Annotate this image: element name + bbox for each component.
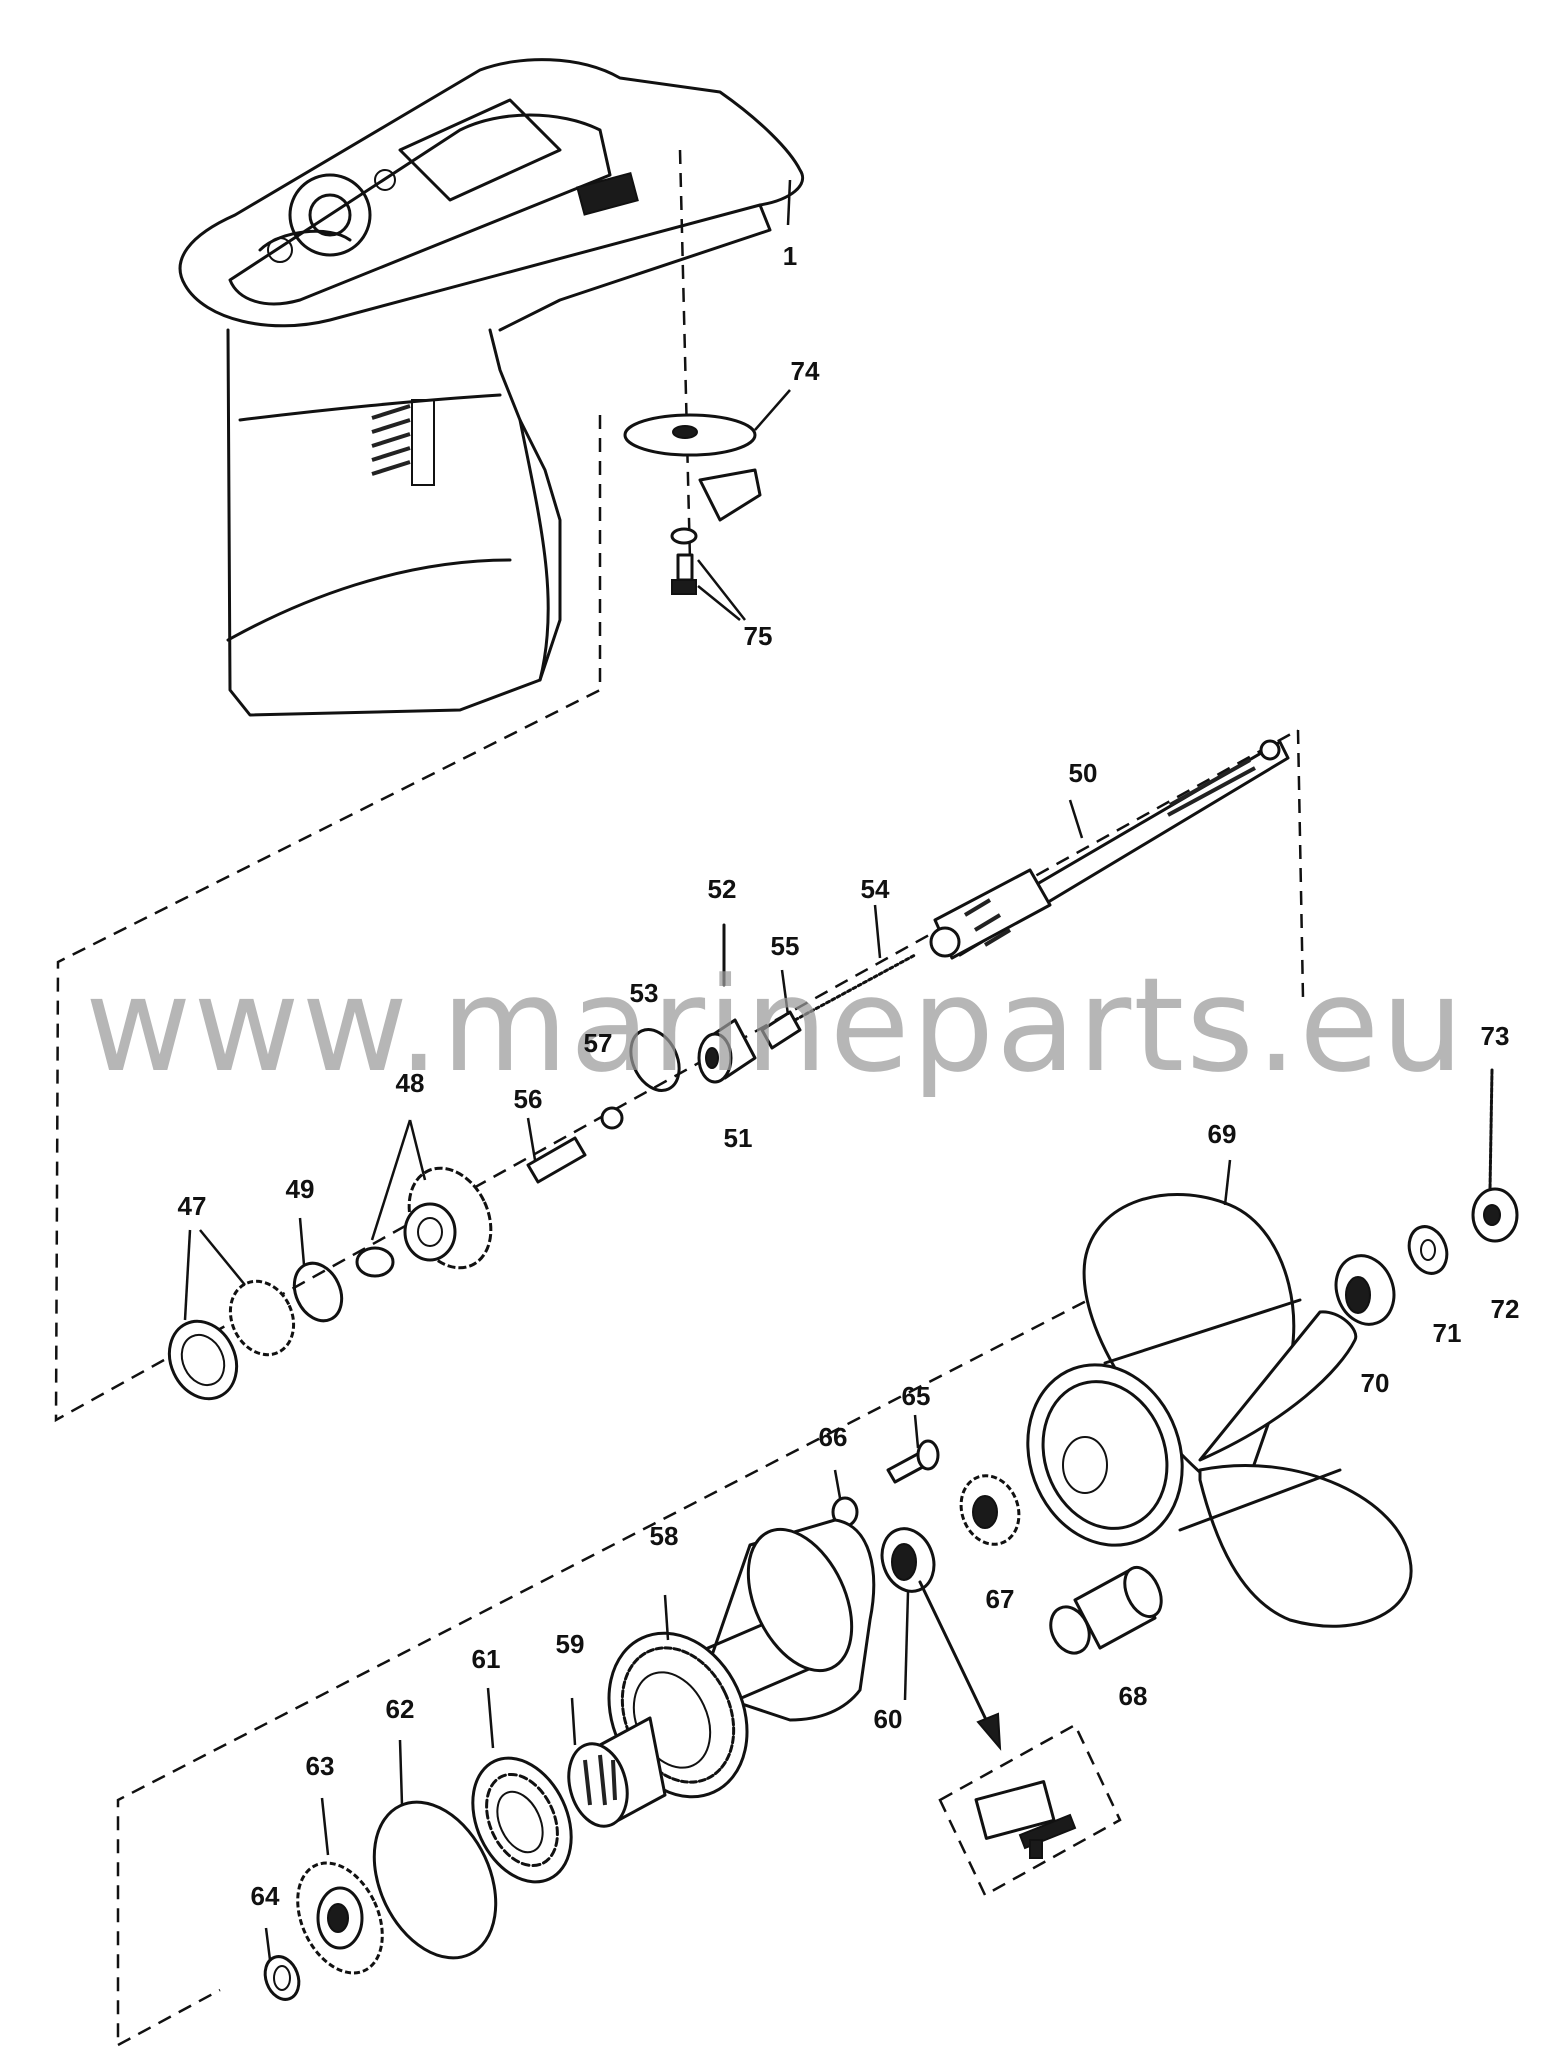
part-number-54: 54: [861, 874, 890, 904]
clutch-dog: [697, 1018, 757, 1084]
shim-ring: [292, 1217, 344, 1323]
part-number-63: 63: [306, 1751, 335, 1781]
part-number-49: 49: [286, 1174, 315, 1204]
housing-bolt: [886, 1414, 940, 1484]
part-number-65: 65: [902, 1381, 931, 1411]
part-number-labels: 1 74 75 50 52 54 55 53 57 51 48 56 47 49…: [178, 241, 1520, 1911]
part-number-72: 72: [1491, 1294, 1520, 1324]
part-number-75: 75: [744, 621, 773, 651]
tapered-roller-bearing: [167, 1229, 296, 1401]
watermark-text: www.marineparts.eu: [85, 949, 1466, 1101]
propeller-shaft: [929, 739, 1290, 960]
group-frame-upper: [54, 415, 1305, 1423]
propeller: [1026, 1159, 1413, 1628]
oil-seal: [880, 1527, 936, 1701]
part-number-56: 56: [514, 1084, 543, 1114]
anode-bolt-washer: [670, 527, 746, 621]
part-number-61: 61: [472, 1644, 501, 1674]
part-number-66: 66: [819, 1422, 848, 1452]
part-number-73: 73: [1481, 1021, 1510, 1051]
part-number-71: 71: [1433, 1318, 1462, 1348]
reverse-gear: [296, 1797, 384, 1975]
gear-case-housing: [178, 58, 804, 717]
propeller-washer: [1407, 1225, 1449, 1275]
part-number-70: 70: [1361, 1368, 1390, 1398]
part-number-57: 57: [584, 1028, 613, 1058]
seal-detail-arrow: [918, 1580, 1002, 1751]
shift-nut: [600, 1106, 624, 1130]
part-number-62: 62: [386, 1694, 415, 1724]
part-number-52: 52: [708, 874, 737, 904]
o-ring: [372, 1739, 498, 1960]
cotter-pin: [1488, 1068, 1494, 1192]
thrust-spacer: [1334, 1254, 1396, 1326]
part-number-1: 1: [783, 241, 797, 271]
group-frame-lower: [116, 1226, 1229, 2047]
part-number-50: 50: [1069, 758, 1098, 788]
seal-detail-box: [938, 1723, 1122, 1897]
rear-ball-bearing: [959, 1474, 1021, 1546]
ball-bearing: [471, 1687, 573, 1884]
part-number-64: 64: [251, 1881, 280, 1911]
shift-plunger: [760, 969, 802, 1050]
part-number-58: 58: [650, 1521, 679, 1551]
needle-bearing: [567, 1697, 667, 1828]
part-number-48: 48: [396, 1068, 425, 1098]
propeller-castle-nut: [1471, 1187, 1519, 1243]
forward-gear: [355, 1119, 493, 1278]
part-number-51: 51: [724, 1123, 753, 1153]
retaining-ring: [629, 1028, 681, 1092]
reverse-gear-shim: [263, 1927, 301, 2001]
part-number-68: 68: [1119, 1681, 1148, 1711]
bearing-housing: [607, 1518, 876, 1799]
part-number-67: 67: [986, 1584, 1015, 1614]
rubber-bushing: [1049, 1565, 1163, 1655]
bolt-washer: [831, 1469, 859, 1528]
return-spring: [793, 904, 917, 1022]
part-number-69: 69: [1208, 1119, 1237, 1149]
part-number-55: 55: [771, 931, 800, 961]
part-number-59: 59: [556, 1629, 585, 1659]
part-number-74: 74: [791, 356, 820, 386]
anode-trim-tab: [623, 389, 791, 522]
shift-slider: [526, 1117, 587, 1184]
part-number-60: 60: [874, 1704, 903, 1734]
part-number-53: 53: [630, 978, 659, 1008]
part-number-47: 47: [178, 1191, 207, 1221]
